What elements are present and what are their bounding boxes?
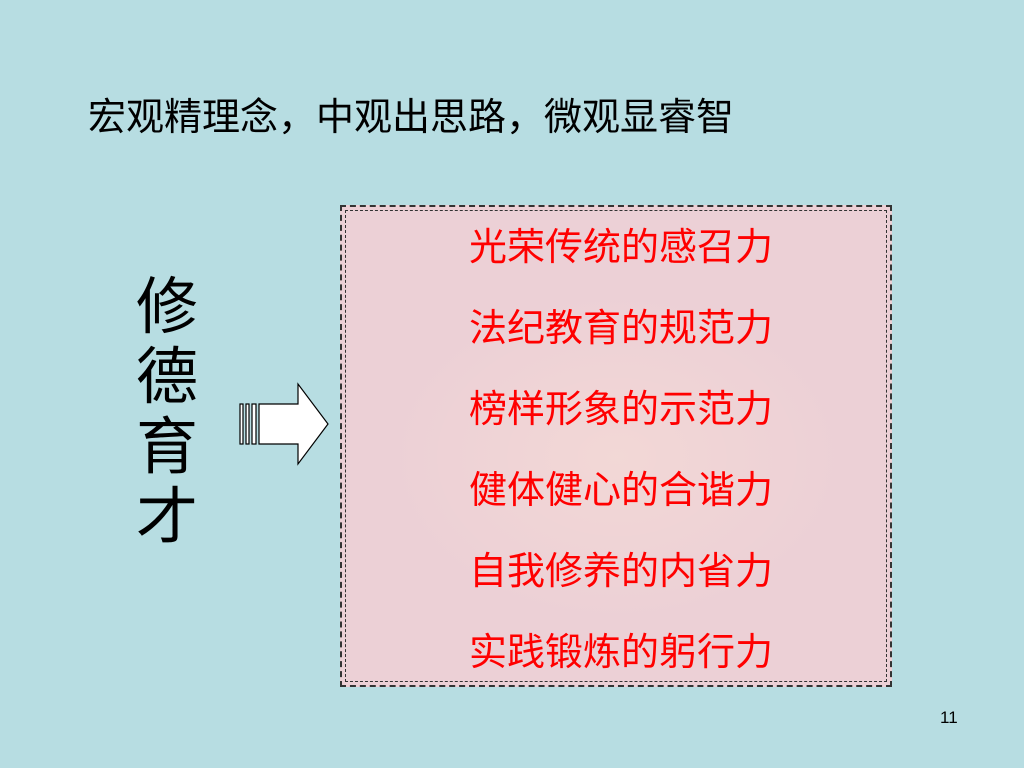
panel-glow xyxy=(382,287,852,627)
list-item: 健体健心的合谐力 xyxy=(468,468,773,512)
striped-right-arrow-icon xyxy=(239,382,329,466)
qualities-panel: 光荣传统的感召力 法纪教育的规范力 榜样形象的示范力 健体健心的合谐力 自我修养… xyxy=(340,205,892,687)
slide-heading: 宏观精理念，中观出思路，微观显睿智 xyxy=(88,95,735,139)
vertical-title-char: 育 xyxy=(135,410,198,483)
list-item: 榜样形象的示范力 xyxy=(468,387,773,431)
qualities-list: 光荣传统的感召力 法纪教育的规范力 榜样形象的示范力 健体健心的合谐力 自我修养… xyxy=(342,221,890,707)
vertical-title-char: 才 xyxy=(135,480,198,553)
list-item: 光荣传统的感召力 xyxy=(468,225,773,269)
page-number: 11 xyxy=(940,708,958,727)
vertical-title-char: 修 xyxy=(135,270,198,343)
vertical-title: 修 德 育 才 xyxy=(132,272,202,552)
list-item: 法纪教育的规范力 xyxy=(468,306,773,350)
list-item: 实践锻炼的躬行力 xyxy=(468,630,773,674)
list-item: 自我修养的内省力 xyxy=(468,549,773,593)
vertical-title-char: 德 xyxy=(135,340,198,413)
